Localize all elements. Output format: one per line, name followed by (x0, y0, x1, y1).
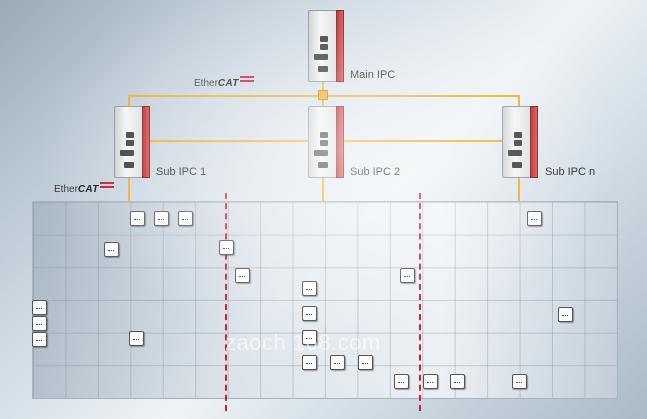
io-module (394, 374, 409, 389)
io-module (302, 330, 317, 345)
ethercat-brand: CAT (77, 184, 99, 195)
bus-drop-subn (518, 95, 520, 109)
main-ipc-label: Main IPC (350, 69, 396, 81)
bus-drop-sub1 (128, 95, 130, 109)
ethercat-arrows-icon (99, 181, 116, 189)
io-module (330, 355, 345, 370)
io-module (400, 268, 415, 283)
io-module (129, 331, 144, 346)
io-module (358, 355, 373, 370)
io-module (302, 306, 317, 321)
io-module (302, 281, 317, 296)
io-module (154, 211, 169, 226)
io-module (235, 268, 250, 283)
ethercat-brand: CAT (217, 78, 239, 89)
io-module (512, 374, 527, 389)
sub-ipc-n-device (502, 106, 538, 178)
io-module (130, 211, 145, 226)
sub-ipc-n-label: Sub IPC n (545, 166, 596, 178)
io-module (32, 316, 47, 331)
io-module (527, 211, 542, 226)
sub-ipc-1-label: Sub IPC 1 (156, 166, 207, 178)
io-module (302, 355, 317, 370)
sub-ipc-1-device (114, 106, 150, 178)
ethercat-prefix: Ether (194, 78, 218, 89)
bus-junction (318, 90, 328, 100)
watermark-text: zaoch 168.com (225, 330, 381, 355)
io-module (178, 211, 193, 226)
io-module (104, 242, 119, 257)
sub-ipc-2-device (308, 106, 344, 178)
io-module (558, 307, 573, 322)
segment-divider-2 (419, 193, 421, 411)
field-link-subn (518, 178, 520, 202)
sub-ipc-2-label: Sub IPC 2 (350, 166, 401, 178)
ethercat-arrows-icon (239, 75, 256, 83)
io-module (32, 332, 47, 347)
bus-drop-sub2 (322, 95, 324, 109)
field-area (32, 201, 618, 399)
io-module (32, 300, 47, 315)
field-link-sub1 (128, 178, 130, 202)
io-module (219, 240, 234, 255)
io-module (450, 374, 465, 389)
field-link-sub2 (322, 178, 324, 202)
bus-main-drop (322, 78, 324, 96)
ethercat-logo-left: EtherCAT (54, 181, 116, 195)
io-module (423, 374, 438, 389)
main-ipc-device (308, 10, 344, 82)
ethercat-prefix: Ether (54, 184, 78, 195)
ethercat-logo-top: EtherCAT (194, 75, 256, 89)
segment-divider-1 (225, 193, 227, 411)
